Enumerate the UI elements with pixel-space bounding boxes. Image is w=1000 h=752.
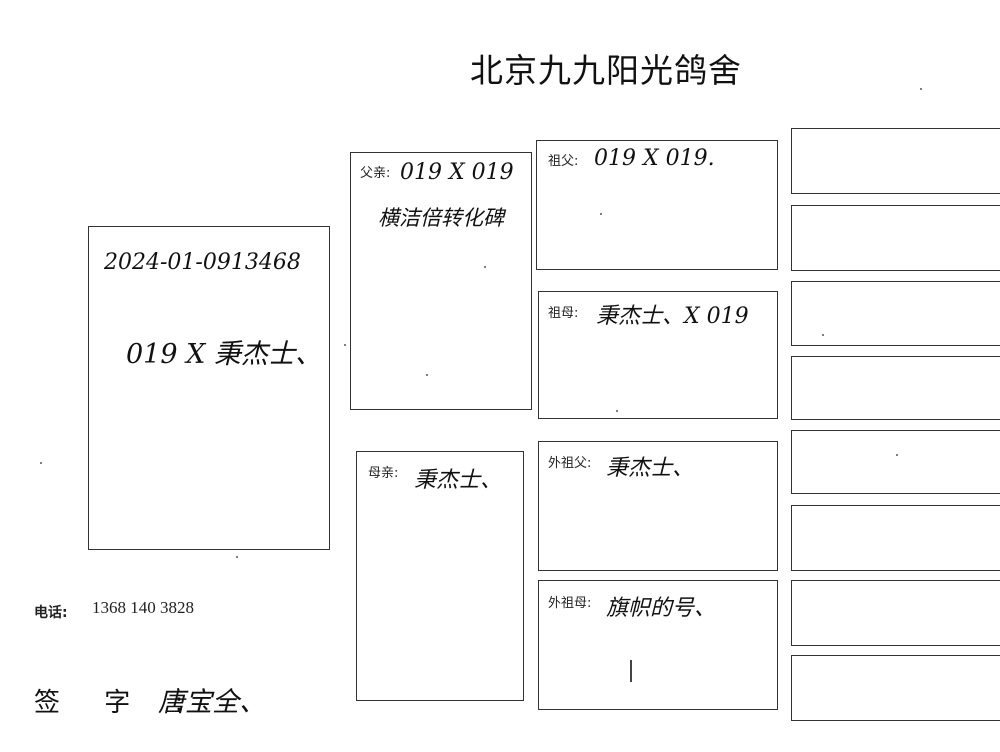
scan-speck [40,462,42,464]
scan-speck [344,344,346,346]
paternal-grandmother-box [538,291,778,419]
maternal-grandmother-label: 外祖母: [548,596,592,611]
father-note: 横洁倍转化碑 [378,206,504,230]
phone-number: 1368 140 3828 [92,598,194,617]
father-box [350,152,532,410]
scan-speck [484,266,486,268]
great-grandparent-box-1 [791,128,1000,194]
great-grandparent-box-3 [791,281,1000,346]
maternal-grandfather-label: 外祖父: [548,456,592,471]
scan-speck [920,88,922,90]
signature-value: 唐宝全、 [158,687,266,718]
great-grandparent-box-5 [791,430,1000,494]
scan-speck [426,374,428,376]
great-grandparent-box-6 [791,505,1000,571]
great-grandparent-box-4 [791,356,1000,420]
signature-label: 签 字 : [34,688,202,718]
father-value: 019 X 019 [400,160,514,185]
subject-date-code: 2024-01-0913468 [104,250,301,275]
mother-value: 秉杰士、 [414,468,503,493]
maternal-grandmother-box [538,580,778,710]
maternal-grandmother-value: 旗帜的号、 [606,596,717,621]
scan-speck [600,213,602,215]
subject-box [88,226,330,550]
mother-label: 母亲: [368,466,399,481]
scan-speck [616,410,618,412]
scan-speck [896,454,898,456]
mother-box [356,451,524,701]
maternal-grandfather-box [538,441,778,571]
page-title: 北京九九阳光鸽舍 [470,51,742,90]
paternal-grandmother-label: 祖母: [548,306,579,321]
phone-label: 电话: [34,605,68,621]
paternal-grandfather-box [536,140,778,270]
pen-mark [630,660,632,682]
great-grandparent-box-7 [791,580,1000,646]
paternal-grandfather-value: 019 X 019. [594,146,715,171]
scan-speck [236,556,238,558]
scan-speck [822,334,824,336]
paternal-grandmother-value: 秉杰士、X 019 [596,304,749,329]
maternal-grandfather-value: 秉杰士、 [606,456,695,481]
subject-ring-owner: 019 X 秉杰士、 [126,339,322,370]
great-grandparent-box-2 [791,205,1000,271]
father-label: 父亲: [360,166,391,181]
great-grandparent-box-8 [791,655,1000,721]
paternal-grandfather-label: 祖父: [548,154,579,169]
